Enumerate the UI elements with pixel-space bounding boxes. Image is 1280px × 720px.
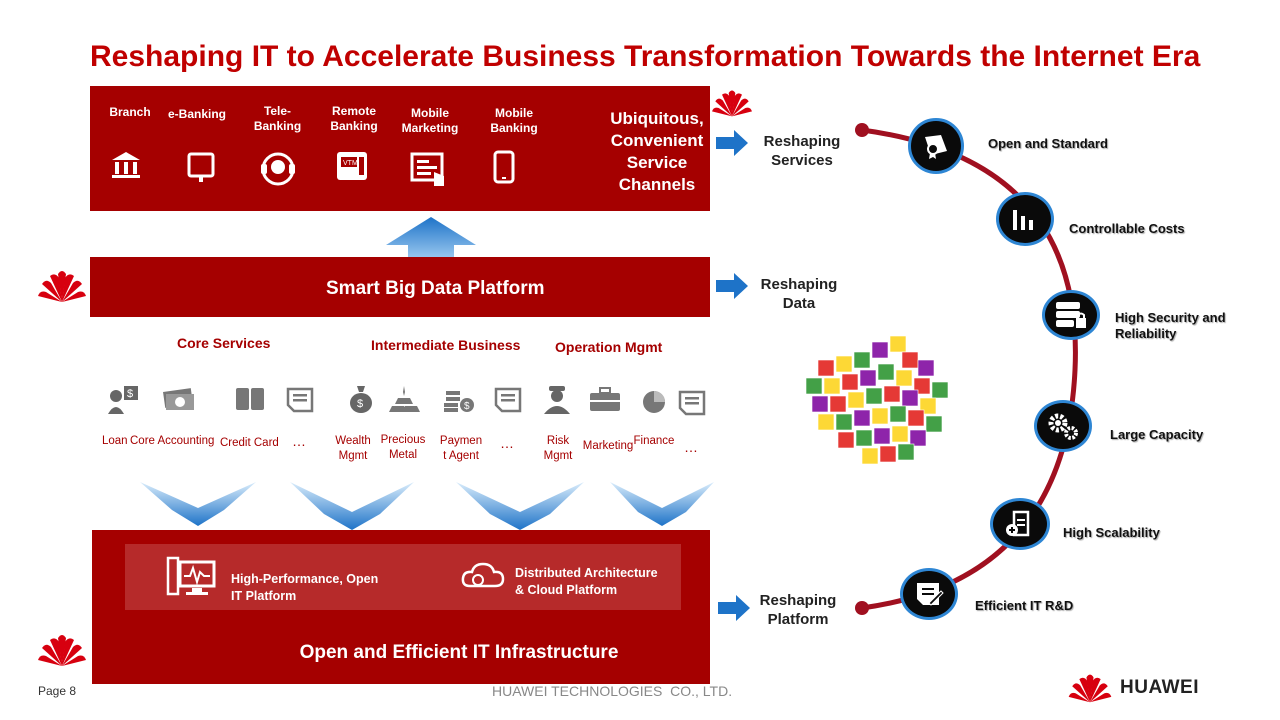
certificate-icon [908,118,964,174]
bar-chart-icon [996,192,1054,246]
service-label-finance: Finance [633,435,675,447]
feature-label-open-standard: Open and Standard [988,136,1108,151]
headset-icon [259,150,297,193]
smartphone-icon [492,150,516,189]
bank-icon [110,150,142,185]
server-lock-icon [1042,290,1100,340]
infrastructure-inner-panel [125,544,681,610]
service-label-payment-agent: Paymen t Agent [439,435,483,462]
huawei-logo-icon [38,268,86,309]
channel-label-branch: Branch [109,105,151,119]
page-number: Page 8 [38,684,77,698]
svg-text:$: $ [127,388,133,400]
service-label-risk-mgmt: Risk Mgmt [543,435,573,462]
arrow-right-icon-3 [718,595,750,626]
data-cube-image [798,330,958,475]
feature-label-efficient-rd: Efficient IT R&D [975,598,1074,613]
monitor-icon [186,152,216,189]
document-icon-3 [676,388,710,418]
document-add-icon [990,498,1050,550]
down-chevrons [140,482,720,537]
money-bag-icon: $ [347,384,375,414]
monitor-chart-icon [166,556,218,603]
intermediate-business-title: Intermediate Business [371,337,521,353]
credit-card-icon [234,386,266,414]
gold-bars-icon [388,384,422,414]
reshaping-platform-label: Reshaping Platform [759,592,837,628]
gears-icon [1034,400,1092,452]
channel-label-telebanking: Tele- Banking [253,104,302,133]
service-label-loan: Loan [102,435,128,447]
feature-label-controllable-costs: Controllable Costs [1069,221,1185,236]
infra-item-cloud-platform: Distributed Architecture & Cloud Platfor… [515,566,658,597]
loan-icon: $ [106,384,140,416]
channel-label-mobilemarketing: Mobile Marketing [401,106,459,135]
arrow-right-icon-2 [716,273,748,304]
svg-text:VTM: VTM [343,160,358,167]
huawei-logo-icon-2 [38,632,86,673]
up-arrow [386,217,476,264]
svg-text:$: $ [357,398,363,410]
touch-screen-icon [410,152,448,193]
pie-chart-icon [640,388,670,416]
channels-summary: Ubiquitous, Convenient Service Channels [610,109,704,194]
channel-label-remotebanking: Remote Banking [330,104,378,133]
reshaping-data-label: Reshaping Data [760,276,838,312]
page-title: Reshaping IT to Accelerate Business Tran… [90,40,1201,73]
reshaping-services-label: Reshaping Services [763,133,841,169]
officer-icon [542,384,572,416]
big-data-bar [90,257,710,317]
svg-text:$: $ [464,401,470,412]
service-label-credit-card: Credit Card [220,437,279,449]
cash-icon [162,386,196,414]
company-name: HUAWEI TECHNOLOGIES CO., LTD. [492,683,733,699]
channel-label-mobilebanking: Mobile Banking [490,106,538,135]
big-data-title: Smart Big Data Platform [326,278,545,299]
service-label-precious-metal: Precious Metal [380,434,426,461]
infrastructure-title: Open and Efficient IT Infrastructure [299,642,619,663]
arrow-right-icon [716,130,748,161]
service-label-more-intermediate: … [500,435,514,451]
atm-icon: VTM [335,150,369,187]
feature-arc [850,120,1090,625]
coins-icon: $ [442,383,476,415]
infra-item-open-platform: High-Performance, Open IT Platform [231,572,379,603]
service-label-wealth-mgmt: Wealth Mgmt [335,435,371,462]
document-icon-2 [492,385,526,415]
huawei-brand-text: HUAWEI [1120,677,1199,698]
feature-label-large-capacity: Large Capacity [1110,427,1204,442]
document-icon [284,385,318,415]
huawei-brand-logo: HUAWEI [1068,672,1199,704]
huawei-logo-icon-3 [710,88,754,123]
channel-label-ebanking: e-Banking [167,107,226,121]
service-label-more-core: … [292,433,306,449]
cloud-icon [460,558,506,597]
feature-label-security: High Security and Reliability [1115,310,1226,341]
service-channels-box [90,86,710,211]
service-label-core-accounting: Core Accounting [130,435,215,447]
feature-label-high-scalability: High Scalability [1063,525,1160,540]
document-pen-icon [900,568,958,620]
core-services-title: Core Services [177,335,271,351]
service-label-marketing: Marketing [582,440,634,452]
operation-mgmt-title: Operation Mgmt [555,339,663,355]
service-label-more-operation: … [684,439,698,455]
briefcase-icon [588,386,622,414]
